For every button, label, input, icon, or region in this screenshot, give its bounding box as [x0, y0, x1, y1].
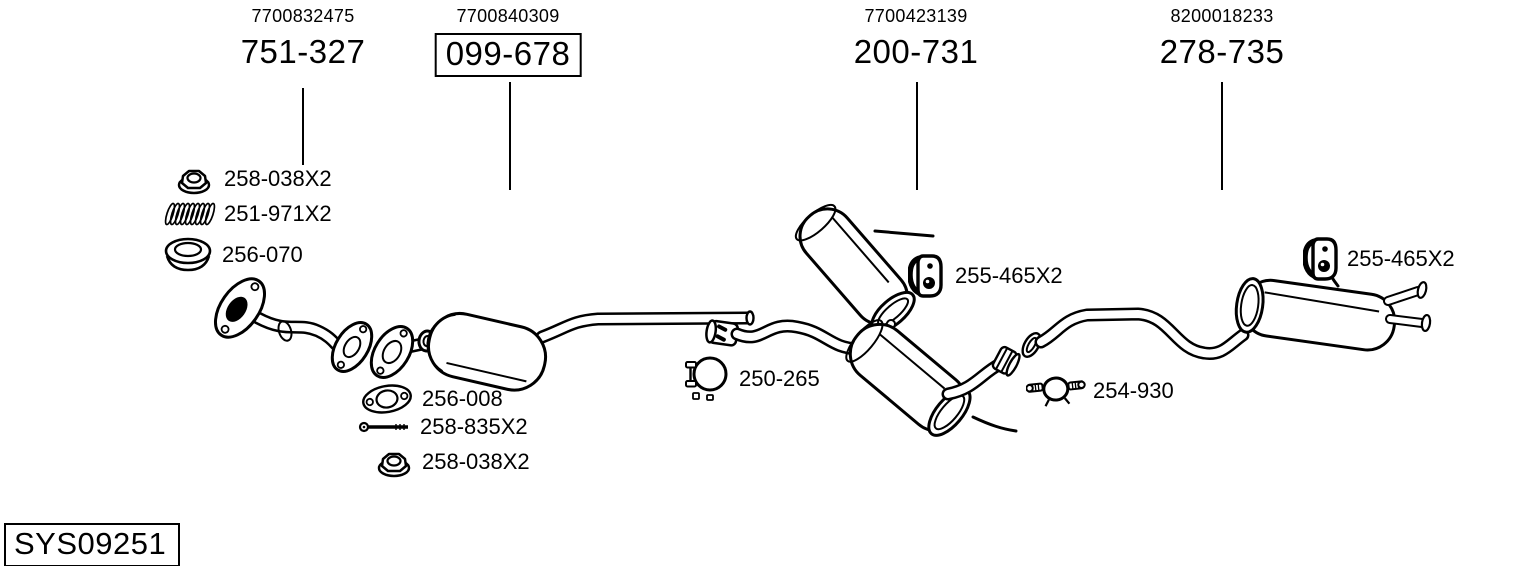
part-row: 254-930 [1026, 372, 1174, 410]
part-number: 751-327 [240, 33, 366, 70]
center-muffler-drawing [705, 203, 1021, 437]
part-row: 256-070 [163, 237, 303, 273]
double-bolt-clamp-icon [1026, 372, 1086, 410]
header-column: 8200018233 278-735 [1160, 6, 1285, 71]
coil-spring-icon [164, 200, 216, 228]
flange-nut-icon [376, 446, 412, 478]
part-row: 258-835X2 [358, 414, 528, 440]
rear-muffler-drawing [1021, 261, 1432, 360]
part-number: 278-735 [1159, 33, 1285, 70]
part-row: 256-008 [360, 382, 503, 416]
part-number-label: 251-971X2 [224, 201, 332, 226]
header-column: 7700423139 200-731 [854, 6, 979, 71]
header-column: 7700840309 099-678 [434, 6, 582, 77]
oval-gasket-icon [360, 382, 414, 416]
part-row: 255-465X2 [1303, 236, 1455, 282]
rubber-hanger-icon [908, 253, 944, 299]
part-row: 255-465X2 [908, 253, 1063, 299]
header-column: 7700832475 751-327 [241, 6, 366, 71]
part-number-label: 256-008 [422, 386, 503, 411]
system-code-badge: SYS09251 [4, 523, 181, 566]
part-number-label: 250-265 [739, 366, 820, 391]
part-number-label: 256-070 [222, 242, 303, 267]
part-number-label: 255-465X2 [955, 263, 1063, 288]
part-number-boxed: 099-678 [434, 33, 582, 77]
pipe-clamp-icon [681, 350, 733, 402]
oem-number: 7700832475 [251, 6, 355, 26]
part-number: 200-731 [853, 33, 979, 70]
oem-number: 8200018233 [1170, 6, 1274, 26]
part-row: 258-038X2 [176, 163, 332, 195]
part-number-label: 258-038X2 [224, 166, 332, 191]
oem-number: 7700423139 [864, 6, 968, 26]
part-number-label: 258-835X2 [420, 414, 528, 439]
part-number-label: 255-465X2 [1347, 246, 1455, 271]
part-number-label: 254-930 [1093, 378, 1174, 403]
part-row: 258-038X2 [376, 446, 530, 478]
part-row: 250-265 [681, 350, 820, 402]
ring-gasket-icon [163, 237, 213, 273]
catalytic-converter-drawing [369, 310, 755, 392]
bolt-icon [358, 419, 414, 435]
flange-nut-icon [176, 163, 212, 195]
front-pipe-drawing [213, 277, 374, 373]
rubber-hanger-icon [1303, 236, 1339, 282]
part-row: 251-971X2 [164, 200, 332, 228]
oem-number: 7700840309 [456, 6, 560, 26]
part-number-label: 258-038X2 [422, 449, 530, 474]
